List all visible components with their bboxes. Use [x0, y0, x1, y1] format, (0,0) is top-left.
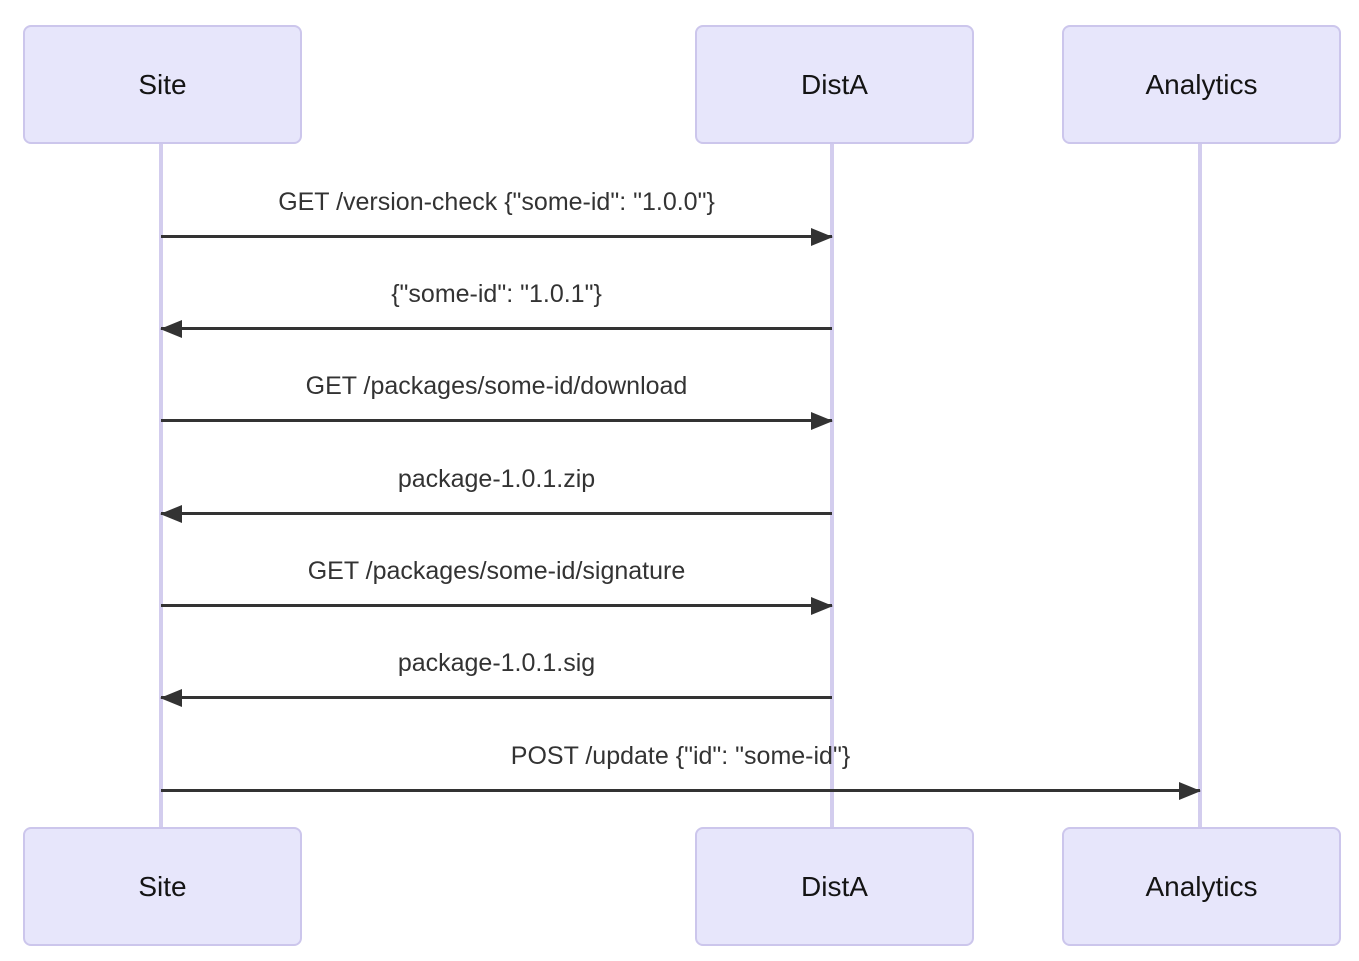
actor-box-analytics-bottom: Analytics	[1062, 827, 1341, 946]
actor-label-dista-top: DistA	[801, 68, 868, 100]
actor-label-dista-bottom: DistA	[801, 870, 868, 902]
actor-label-analytics-top: Analytics	[1145, 68, 1258, 100]
lifeline-analytics	[1198, 144, 1202, 827]
actor-box-dista-bottom: DistA	[695, 827, 974, 946]
message-7-label: POST /update {"id": "some-id"}	[510, 742, 851, 770]
arrow-left-icon	[160, 320, 832, 338]
arrow-right-icon	[161, 597, 833, 615]
lifeline-dista	[830, 144, 834, 827]
message-5-label: GET /packages/some-id/signature	[307, 557, 686, 585]
message-1-label: GET /version-check {"some-id": "1.0.0"}	[278, 188, 715, 216]
arrow-right-icon	[161, 782, 1201, 800]
message-2-label: {"some-id": "1.0.1"}	[391, 280, 602, 308]
arrow-right-icon	[161, 412, 833, 430]
arrow-left-icon	[160, 689, 832, 707]
arrow-right-icon	[161, 228, 833, 246]
actor-label-analytics-bottom: Analytics	[1145, 870, 1258, 902]
message-4-label: package-1.0.1.zip	[397, 465, 596, 493]
actor-box-dista-top: DistA	[695, 25, 974, 144]
arrow-left-icon	[160, 505, 832, 523]
actor-label-site-top: Site	[138, 68, 187, 100]
message-6-label: package-1.0.1.sig	[397, 649, 596, 677]
actor-box-analytics-top: Analytics	[1062, 25, 1341, 144]
actor-label-site-bottom: Site	[138, 870, 187, 902]
lifeline-site	[159, 144, 163, 827]
message-3-label: GET /packages/some-id/download	[305, 372, 688, 400]
actor-box-site-top: Site	[23, 25, 302, 144]
actor-box-site-bottom: Site	[23, 827, 302, 946]
